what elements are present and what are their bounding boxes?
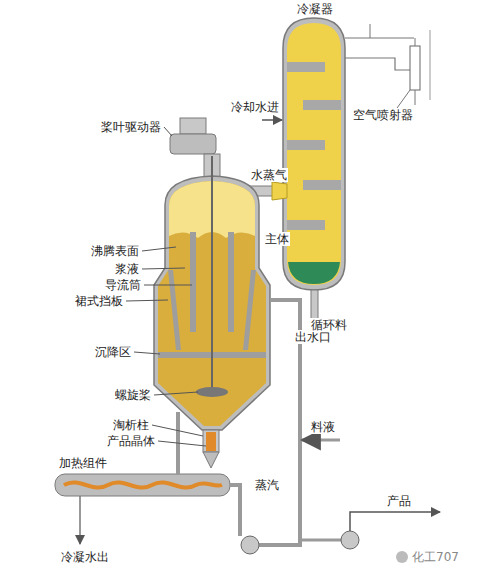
- part-label: 冷凝水出: [60, 550, 110, 564]
- part-label: 桨叶驱动器: [100, 120, 162, 134]
- part-label: 空气喷射器: [352, 108, 414, 122]
- part-label: 循环料: [310, 318, 348, 332]
- watermark: 化工707: [411, 550, 460, 564]
- part-label: 产品: [386, 494, 412, 508]
- air-ejector: [345, 24, 430, 115]
- part-label: 冷凝器: [296, 2, 334, 16]
- part-label: 主体: [264, 232, 290, 246]
- part-label: 冷却水进: [230, 100, 280, 114]
- condenser: [283, 18, 345, 326]
- part-label: 裙式挡板: [74, 294, 124, 308]
- heater: [55, 412, 240, 544]
- part-label: 导流筒: [104, 278, 142, 292]
- part-label: 沸腾表面: [90, 244, 140, 258]
- part-label: 料液: [310, 420, 336, 434]
- part-label: 水蒸气: [250, 168, 288, 182]
- part-label: 螺旋桨: [114, 388, 152, 402]
- part-label: 沉降区: [94, 345, 132, 359]
- part-label: 浆液: [114, 262, 140, 276]
- part-label: 加热组件: [58, 456, 108, 470]
- part-label: 蒸汽: [254, 478, 280, 492]
- main-vessel: [154, 156, 270, 468]
- part-label: 淘析柱: [112, 418, 150, 432]
- part-label: 产品晶体: [106, 434, 156, 448]
- part-label: 出水口: [294, 330, 332, 344]
